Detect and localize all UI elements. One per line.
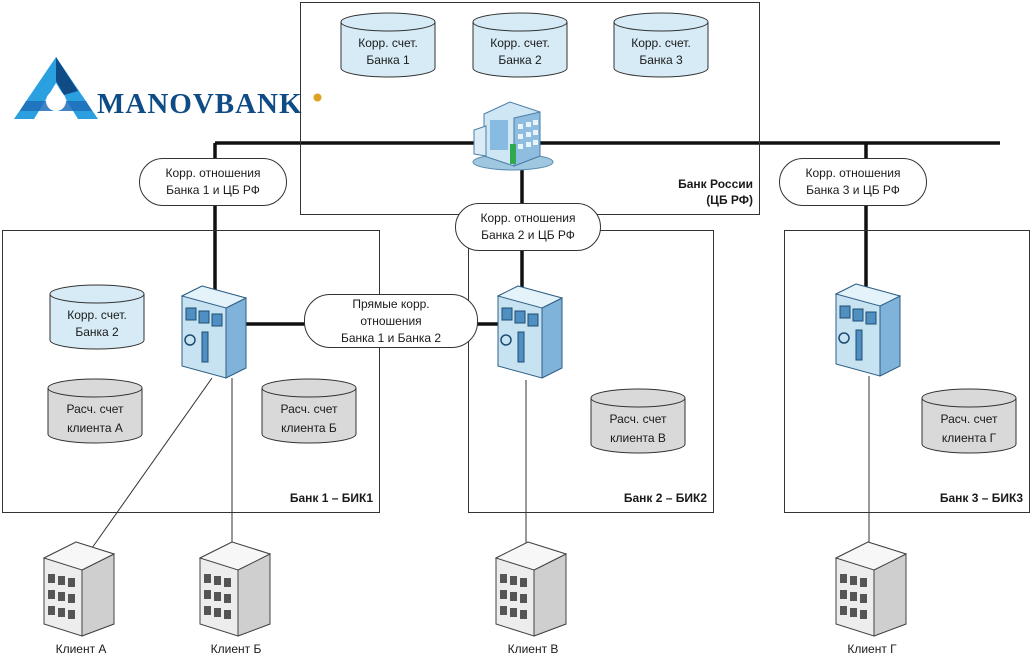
relation-bank2-cb: Корр. отношения Банка 2 и ЦБ РФ [455,203,601,251]
client-a-building-icon [42,541,116,637]
client-a-label: Клиент А [55,642,107,656]
client-b-label: Клиент Б [210,642,262,656]
client-g-account: Расч. счет клиента Г [921,388,1017,454]
database-icon [921,388,1017,454]
client-v-label: Клиент В [507,642,559,656]
bank2-server-icon [496,285,564,379]
cb-corr-account-bank2: Корр. счет. Банка 2 [472,12,568,78]
client-g-building-icon [834,541,908,637]
database-icon [47,378,143,444]
bank3-label: Банк 3 – БИК3 [939,491,1023,505]
bank1-server-icon [180,285,248,379]
client-a-link [91,377,213,549]
bank1-label: Банк 1 – БИК1 [289,491,373,505]
bank2-label: Банк 2 – БИК2 [623,491,707,505]
registered-mark-icon [313,93,322,102]
database-icon [261,378,357,444]
client-v-building-icon [494,541,568,637]
relation-bank1-cb: Корр. отношения Банка 1 и ЦБ РФ [139,158,287,206]
central-bank-label-line2: (ЦБ РФ) [706,193,753,207]
relation-bank3-cb: Корр. отношения Банка 3 и ЦБ РФ [779,158,927,206]
bank3-server-icon [834,283,902,377]
cb-corr-account-bank3: Корр. счет. Банка 3 [613,12,709,78]
client-g-label: Клиент Г [847,642,897,656]
client-v-account: Расч. счет клиента В [590,388,686,454]
cb-corr-account-bank1: Корр. счет. Банка 1 [340,12,436,78]
bank1-corr-account-bank2: Корр. счет. Банка 2 [49,284,145,350]
relation-bank1-bank2: Прямые корр. отношения Банка 1 и Банка 2 [304,294,478,348]
client-b-account: Расч. счет клиента Б [261,378,357,444]
central-bank-building-icon [472,101,554,171]
client-b-building-icon [198,541,272,637]
database-icon [472,12,568,78]
database-icon [340,12,436,78]
central-bank-label-line1: Банк России [678,177,753,191]
bank1-frame: Банк 1 – БИК1 [2,230,380,513]
logo-wordmark: MANOVBANK [97,88,303,120]
central-bank-label: Банк России (ЦБ РФ) [678,176,753,208]
bank3-frame: Банк 3 – БИК3 [784,230,1030,513]
client-a-account: Расч. счет клиента А [47,378,143,444]
logo-mark-icon [14,57,98,119]
database-icon [613,12,709,78]
database-icon [49,284,145,350]
database-icon [590,388,686,454]
